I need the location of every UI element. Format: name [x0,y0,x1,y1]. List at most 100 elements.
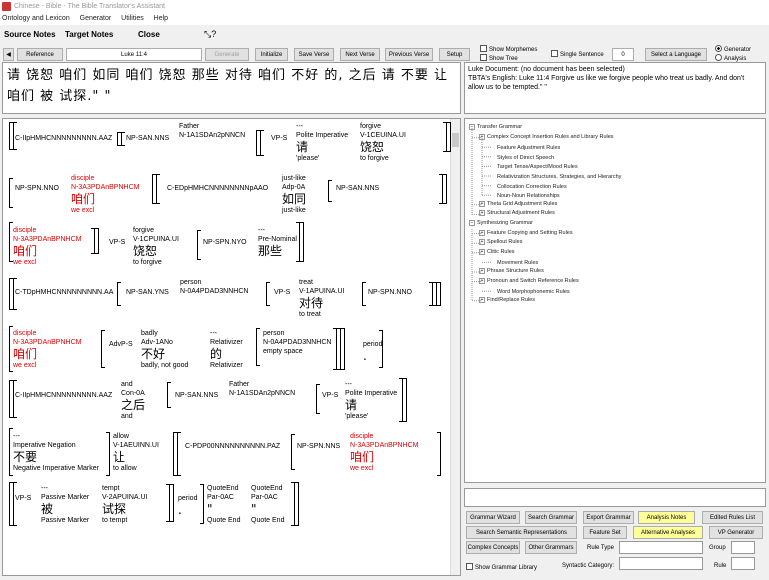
expand-icon[interactable]: + [479,296,485,303]
cursor-help-icon[interactable]: ⤡? [204,29,217,39]
complex-concepts-button[interactable]: Complex Concepts [466,541,520,554]
close-button[interactable]: Close [138,30,160,39]
save-verse-button[interactable]: Save Verse [294,48,334,61]
rule-item[interactable]: Feature Adjustment Rules [489,143,560,152]
rule-item[interactable]: +Pronoun and Switch Reference Rules [479,277,579,285]
expand-icon[interactable]: + [479,133,485,140]
constituent-c18[interactable]: NP-SAN.YNS [126,288,169,297]
previous-reference-arrow-icon[interactable]: ◀ [3,48,14,61]
search-semantic-representations-button[interactable]: Search Semantic Representations [466,526,577,539]
analysis-notes-button[interactable]: Analysis Notes [638,511,695,524]
analysis-radio[interactable]: Analysis [715,54,746,63]
show-tree-checkbox[interactable]: Show Tree [480,54,518,63]
constituent-c1[interactable]: C-IIpHMHCNNNNNNNNN.AAZ [15,134,112,143]
previous-verse-button[interactable]: Previous Verse [385,48,433,61]
rule-item[interactable]: +Complex Concept Insertion Rules and Lib… [479,133,614,141]
sentence-number-spinner[interactable]: 0 [612,48,634,61]
generator-radio[interactable]: Generator [715,45,751,54]
rule-item[interactable]: +Phrase Structure Rules [479,268,544,275]
constituent-c17[interactable]: C-TDpHMHCNNNNNNNNN.AA [15,288,113,297]
expand-icon[interactable]: + [479,268,485,274]
constituent-c7[interactable]: NP-SPN.NNO [15,184,59,193]
rule-item[interactable]: Styles of Direct Speech [489,153,554,162]
rule-item[interactable]: +Structural Adjustment Rules [479,210,555,217]
constituent-c28[interactable]: period. [363,340,382,363]
constituent-c31[interactable]: NP-SAN.NNS [175,391,218,400]
rule-item[interactable]: +Spellout Rules [479,239,522,246]
constituent-c29[interactable]: C-IIpHMHCNNNNNNNNN.AAZ [15,391,112,400]
target-notes-button[interactable]: Target Notes [65,30,114,39]
syntactic-category-field[interactable] [619,557,703,570]
feature-set-button[interactable]: Feature Set [583,526,627,539]
reference-button[interactable]: Reference [17,48,63,61]
other-grammars-button[interactable]: Other Grammars [525,541,577,554]
rule-item[interactable]: Word Morphophonemic Rules [489,287,570,296]
expand-icon[interactable]: + [479,248,485,255]
generated-text-box[interactable]: 请 饶恕 咱们 如同 咱们 饶恕 那些 对待 咱们 不好 的, 之后 请 不要 … [2,62,461,114]
rule-item[interactable]: +Feature Copying and Setting Rules [479,229,573,237]
constituent-c43[interactable]: period. [178,494,197,517]
expand-icon[interactable]: + [479,210,485,217]
rule-item[interactable]: Target Tense/Aspect/Mood Rules [489,162,578,171]
rule-text-input[interactable] [464,488,766,507]
grammar-rules-tree[interactable]: −Transfer Grammar +Complex Concept Insert… [464,118,766,483]
constituent-c4[interactable]: VP-S [271,134,287,143]
constituent-c2[interactable]: NP-SAN.NNS [126,134,169,143]
menu-ontology[interactable]: Ontology and Lexicon [2,15,70,22]
group-field[interactable] [731,541,755,554]
vp-generator-button[interactable]: VP Generator [709,526,763,539]
search-grammar-button[interactable]: Search Grammar [525,511,577,524]
rule-item[interactable]: Collocation Correction Rules [489,182,567,191]
show-morphemes-checkbox[interactable]: Show Morphemes [480,45,537,54]
setup-button[interactable]: Setup [439,48,470,61]
menu-utilities[interactable]: Utilities [121,15,144,22]
next-verse-button[interactable]: Next Verse [340,48,380,61]
rule-item[interactable]: −Transfer Grammar [469,124,522,131]
grammar-wizard-button[interactable]: Grammar Wizard [466,511,520,524]
generate-button[interactable]: Generate [205,48,249,61]
rule-item[interactable]: +Clitic Rules [479,248,515,256]
constituent-c22[interactable]: NP-SPN.NNO [368,288,412,297]
alternative-analyses-button[interactable]: Alternative Analyses [633,526,703,539]
rule-item[interactable]: −Synthesizing Grammar [469,220,533,227]
constituent-c37[interactable]: C-PDP00NNNNNNNNNN.PAZ [185,442,280,451]
constituent-c33[interactable]: VP-S [322,391,338,400]
expand-icon[interactable]: + [479,239,485,246]
single-sentence-checkbox[interactable]: Single Sentence [551,50,604,59]
rule-item[interactable]: Movement Rules [489,258,538,267]
rule-item[interactable]: Relativization Structures, Strategies, a… [489,172,621,181]
constituent-c11[interactable]: NP-SAN.NNS [336,184,379,193]
rule-type-field[interactable] [619,541,703,554]
constituent-c13[interactable]: VP-S [109,238,125,247]
rule-item[interactable]: +Theta Grid Adjustment Rules [479,200,557,208]
tree-scrollbar-thumb[interactable] [452,133,459,147]
constituent-c15[interactable]: NP-SPN.NYO [203,238,247,247]
expand-icon[interactable]: + [479,200,485,207]
rule-item[interactable]: +Find/Replace Rules [479,296,535,304]
select-language-button[interactable]: Select a Language [645,48,707,61]
initialize-button[interactable]: Initialize [255,48,288,61]
constituent-c9[interactable]: C-EDpHMHCNNNNNNNNpAAO [167,184,268,193]
